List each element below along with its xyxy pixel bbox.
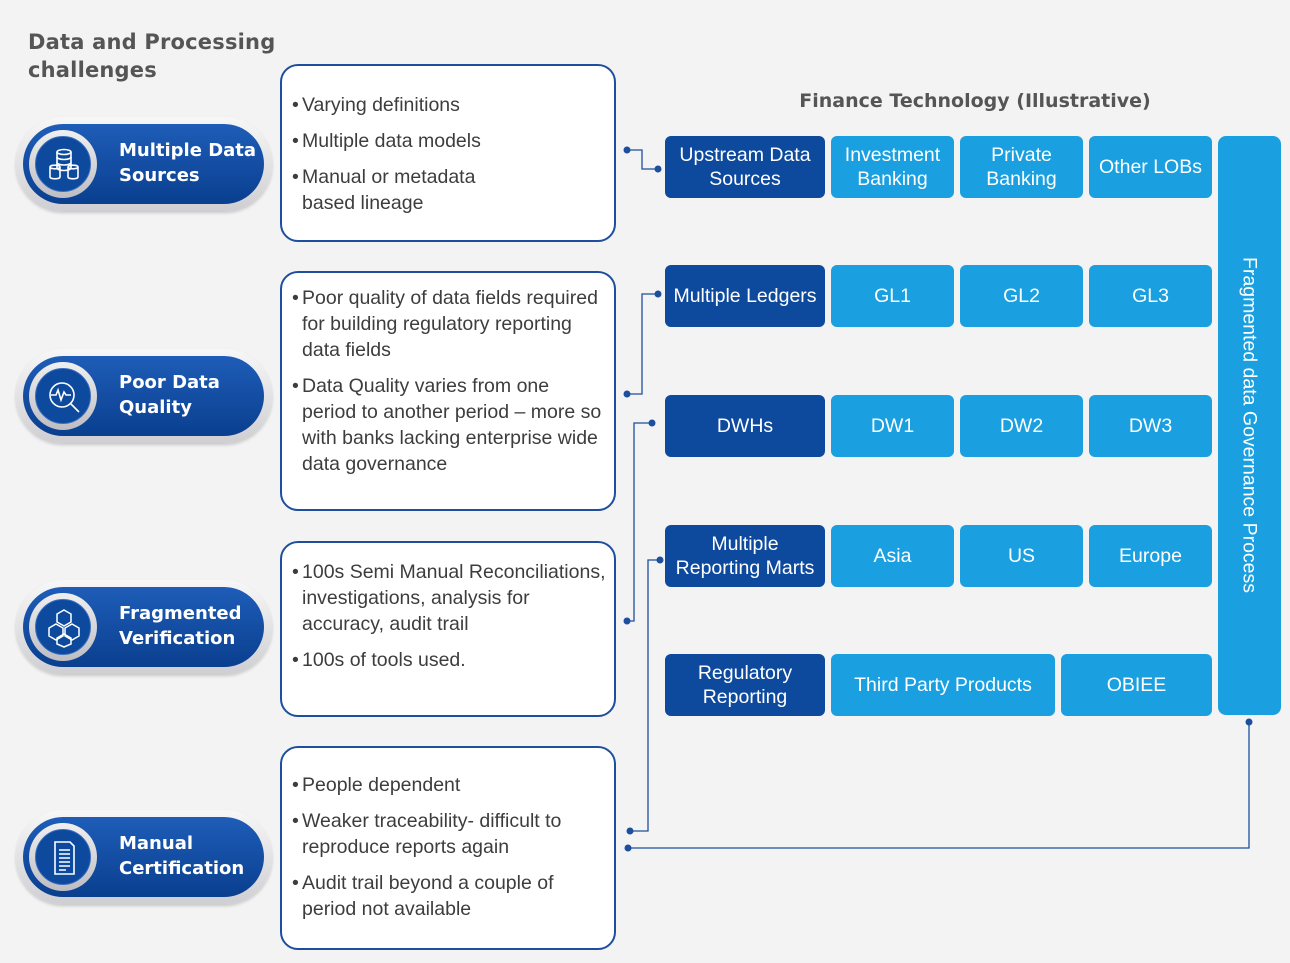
description-box-fragmented-verification: 100s Semi Manual Reconciliations, invest… xyxy=(280,541,616,717)
bullet-point: Varying definitions xyxy=(292,92,608,118)
tech-category-upstream-data-sources: Upstream Data Sources xyxy=(665,136,825,198)
tech-item: OBIEE xyxy=(1061,654,1212,716)
tech-item: GL2 xyxy=(960,265,1083,327)
challenge-pill-fragmented-verification: Fragmented Verification xyxy=(16,580,272,674)
governance-process-bar xyxy=(1218,136,1281,715)
tech-category-dwhs: DWHs xyxy=(665,395,825,457)
bullet-point: Data Quality varies from one period to a… xyxy=(292,373,608,477)
challenge-label: Manual Certification xyxy=(119,833,245,879)
tech-category-regulatory-reporting: Regulatory Reporting xyxy=(665,654,825,716)
cubes-icon xyxy=(35,599,91,655)
challenge-label: Multiple Data Sources xyxy=(119,140,257,186)
bullet-point: People dependent xyxy=(292,772,608,798)
challenge-label: Fragmented Verification xyxy=(119,603,242,649)
bullet-point: Audit trail beyond a couple of period no… xyxy=(292,870,608,922)
tech-item: Asia xyxy=(831,525,954,587)
tech-item: Third Party Products xyxy=(831,654,1055,716)
page-title: Data and Processing challenges xyxy=(28,30,276,82)
document-icon xyxy=(35,829,91,885)
tech-category-multiple-reporting-marts: Multiple Reporting Marts xyxy=(665,525,825,587)
tech-item: DW2 xyxy=(960,395,1083,457)
tech-item: GL3 xyxy=(1089,265,1212,327)
bullet-point: Poor quality of data fields required for… xyxy=(292,285,608,363)
tech-item: Private Banking xyxy=(960,136,1083,198)
bullet-point: Manual or metadata based lineage xyxy=(292,164,522,216)
tech-item: Other LOBs xyxy=(1089,136,1212,198)
tech-item: Investment Banking xyxy=(831,136,954,198)
tech-item: DW3 xyxy=(1089,395,1212,457)
tech-category-multiple-ledgers: Multiple Ledgers xyxy=(665,265,825,327)
tech-item: GL1 xyxy=(831,265,954,327)
description-box-poor-data-quality: Poor quality of data fields required for… xyxy=(280,271,616,511)
finance-technology-title: Finance Technology (Illustrative) xyxy=(799,90,1151,112)
bullet-point: Weaker traceability- difficult to reprod… xyxy=(292,808,608,860)
challenge-label: Poor Data Quality xyxy=(119,372,220,418)
database-icon xyxy=(35,136,91,192)
tech-item: Europe xyxy=(1089,525,1212,587)
tech-item: DW1 xyxy=(831,395,954,457)
challenge-pill-poor-data-quality: Poor Data Quality xyxy=(16,349,272,443)
description-box-multiple-data-sources: Varying definitions Multiple data models… xyxy=(280,64,616,242)
challenge-pill-multiple-data-sources: Multiple Data Sources xyxy=(16,117,272,211)
challenge-pill-manual-certification: Manual Certification xyxy=(16,810,272,904)
magnifier-pulse-icon xyxy=(35,368,91,424)
bullet-point: 100s of tools used. xyxy=(292,647,608,673)
bullet-point: Multiple data models xyxy=(292,128,608,154)
description-box-manual-certification: People dependent Weaker traceability- di… xyxy=(280,746,616,950)
bullet-point: 100s Semi Manual Reconciliations, invest… xyxy=(292,559,608,637)
tech-item: US xyxy=(960,525,1083,587)
